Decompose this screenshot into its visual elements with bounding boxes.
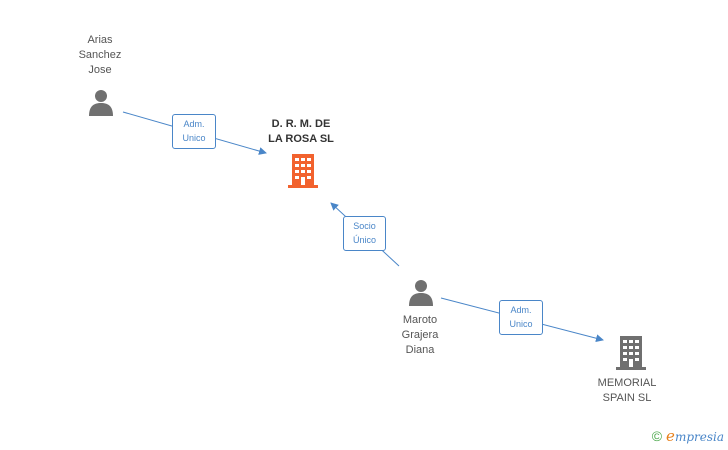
- copyright-icon: ©: [651, 428, 663, 444]
- empresia-logo[interactable]: empresia: [666, 428, 724, 445]
- node-label-arias-sanchez-jose[interactable]: Arias Sanchez Jose: [78, 34, 122, 76]
- brand-rest: mpresia: [674, 429, 724, 444]
- building-icon[interactable]: [616, 336, 646, 370]
- edge-badge-socio-unico: Socio Único: [343, 216, 386, 251]
- building-icon[interactable]: [288, 154, 318, 188]
- node-label-drm-de-la-rosa-sl[interactable]: D. R. M. DE LA ROSA SL: [268, 118, 334, 145]
- person-icon[interactable]: [89, 90, 113, 116]
- edge-badge-adm-unico: Adm. Unico: [172, 114, 216, 149]
- node-label-memorial-spain-sl[interactable]: MEMORIAL SPAIN SL: [597, 377, 657, 404]
- node-label-maroto-grajera-diana[interactable]: Maroto Grajera Diana: [401, 314, 439, 356]
- person-icon[interactable]: [409, 280, 433, 306]
- footer-brand: © empresia: [651, 428, 724, 445]
- brand-first-letter: e: [666, 426, 675, 445]
- edge-badge-adm-unico: Adm. Unico: [499, 300, 543, 335]
